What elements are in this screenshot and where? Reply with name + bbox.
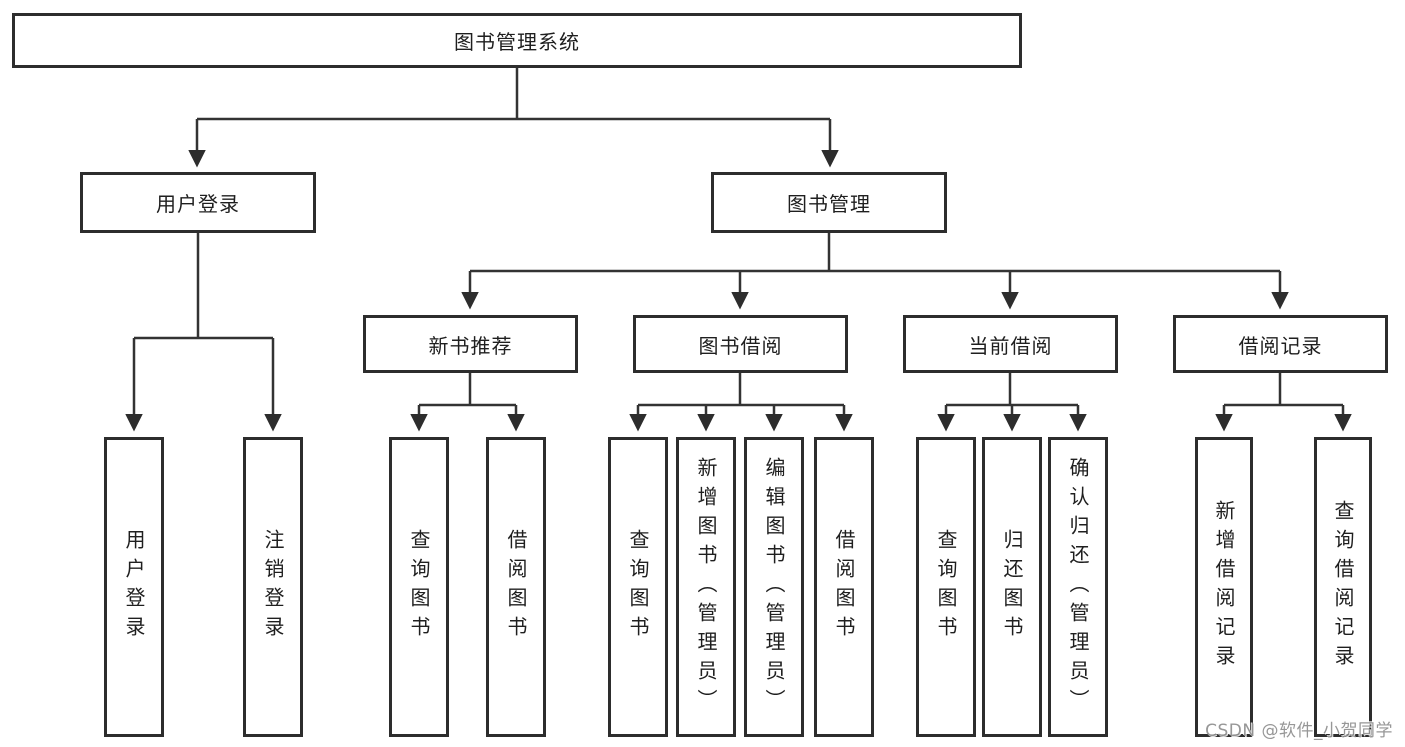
- node-borrow-records: 借阅记录: [1173, 315, 1388, 373]
- leaf-add-books-admin: 新增图书（管理员）: [676, 437, 736, 737]
- node-book-management: 图书管理: [711, 172, 947, 233]
- leaf-add-borrow-record: 新增借阅记录: [1195, 437, 1253, 737]
- leaf-borrow-books-recommend: 借阅图书: [486, 437, 546, 737]
- node-book-borrow: 图书借阅: [633, 315, 848, 373]
- leaf-query-books-current: 查询图书: [916, 437, 976, 737]
- leaf-borrow-books-borrow: 借阅图书: [814, 437, 874, 737]
- node-current-borrow: 当前借阅: [903, 315, 1118, 373]
- leaf-query-books-recommend: 查询图书: [389, 437, 449, 737]
- node-new-book-recommend: 新书推荐: [363, 315, 578, 373]
- node-root: 图书管理系统: [12, 13, 1022, 68]
- leaf-query-borrow-record: 查询借阅记录: [1314, 437, 1372, 737]
- leaf-user-login: 用户登录: [104, 437, 164, 737]
- leaf-return-books: 归还图书: [982, 437, 1042, 737]
- leaf-logout: 注销登录: [243, 437, 303, 737]
- leaf-edit-books-admin: 编辑图书（管理员）: [744, 437, 804, 737]
- node-user-login: 用户登录: [80, 172, 316, 233]
- leaf-confirm-return-admin: 确认归还（管理员）: [1048, 437, 1108, 737]
- leaf-query-books-borrow: 查询图书: [608, 437, 668, 737]
- csdn-watermark: CSDN @软件_小贺同学: [1205, 721, 1393, 741]
